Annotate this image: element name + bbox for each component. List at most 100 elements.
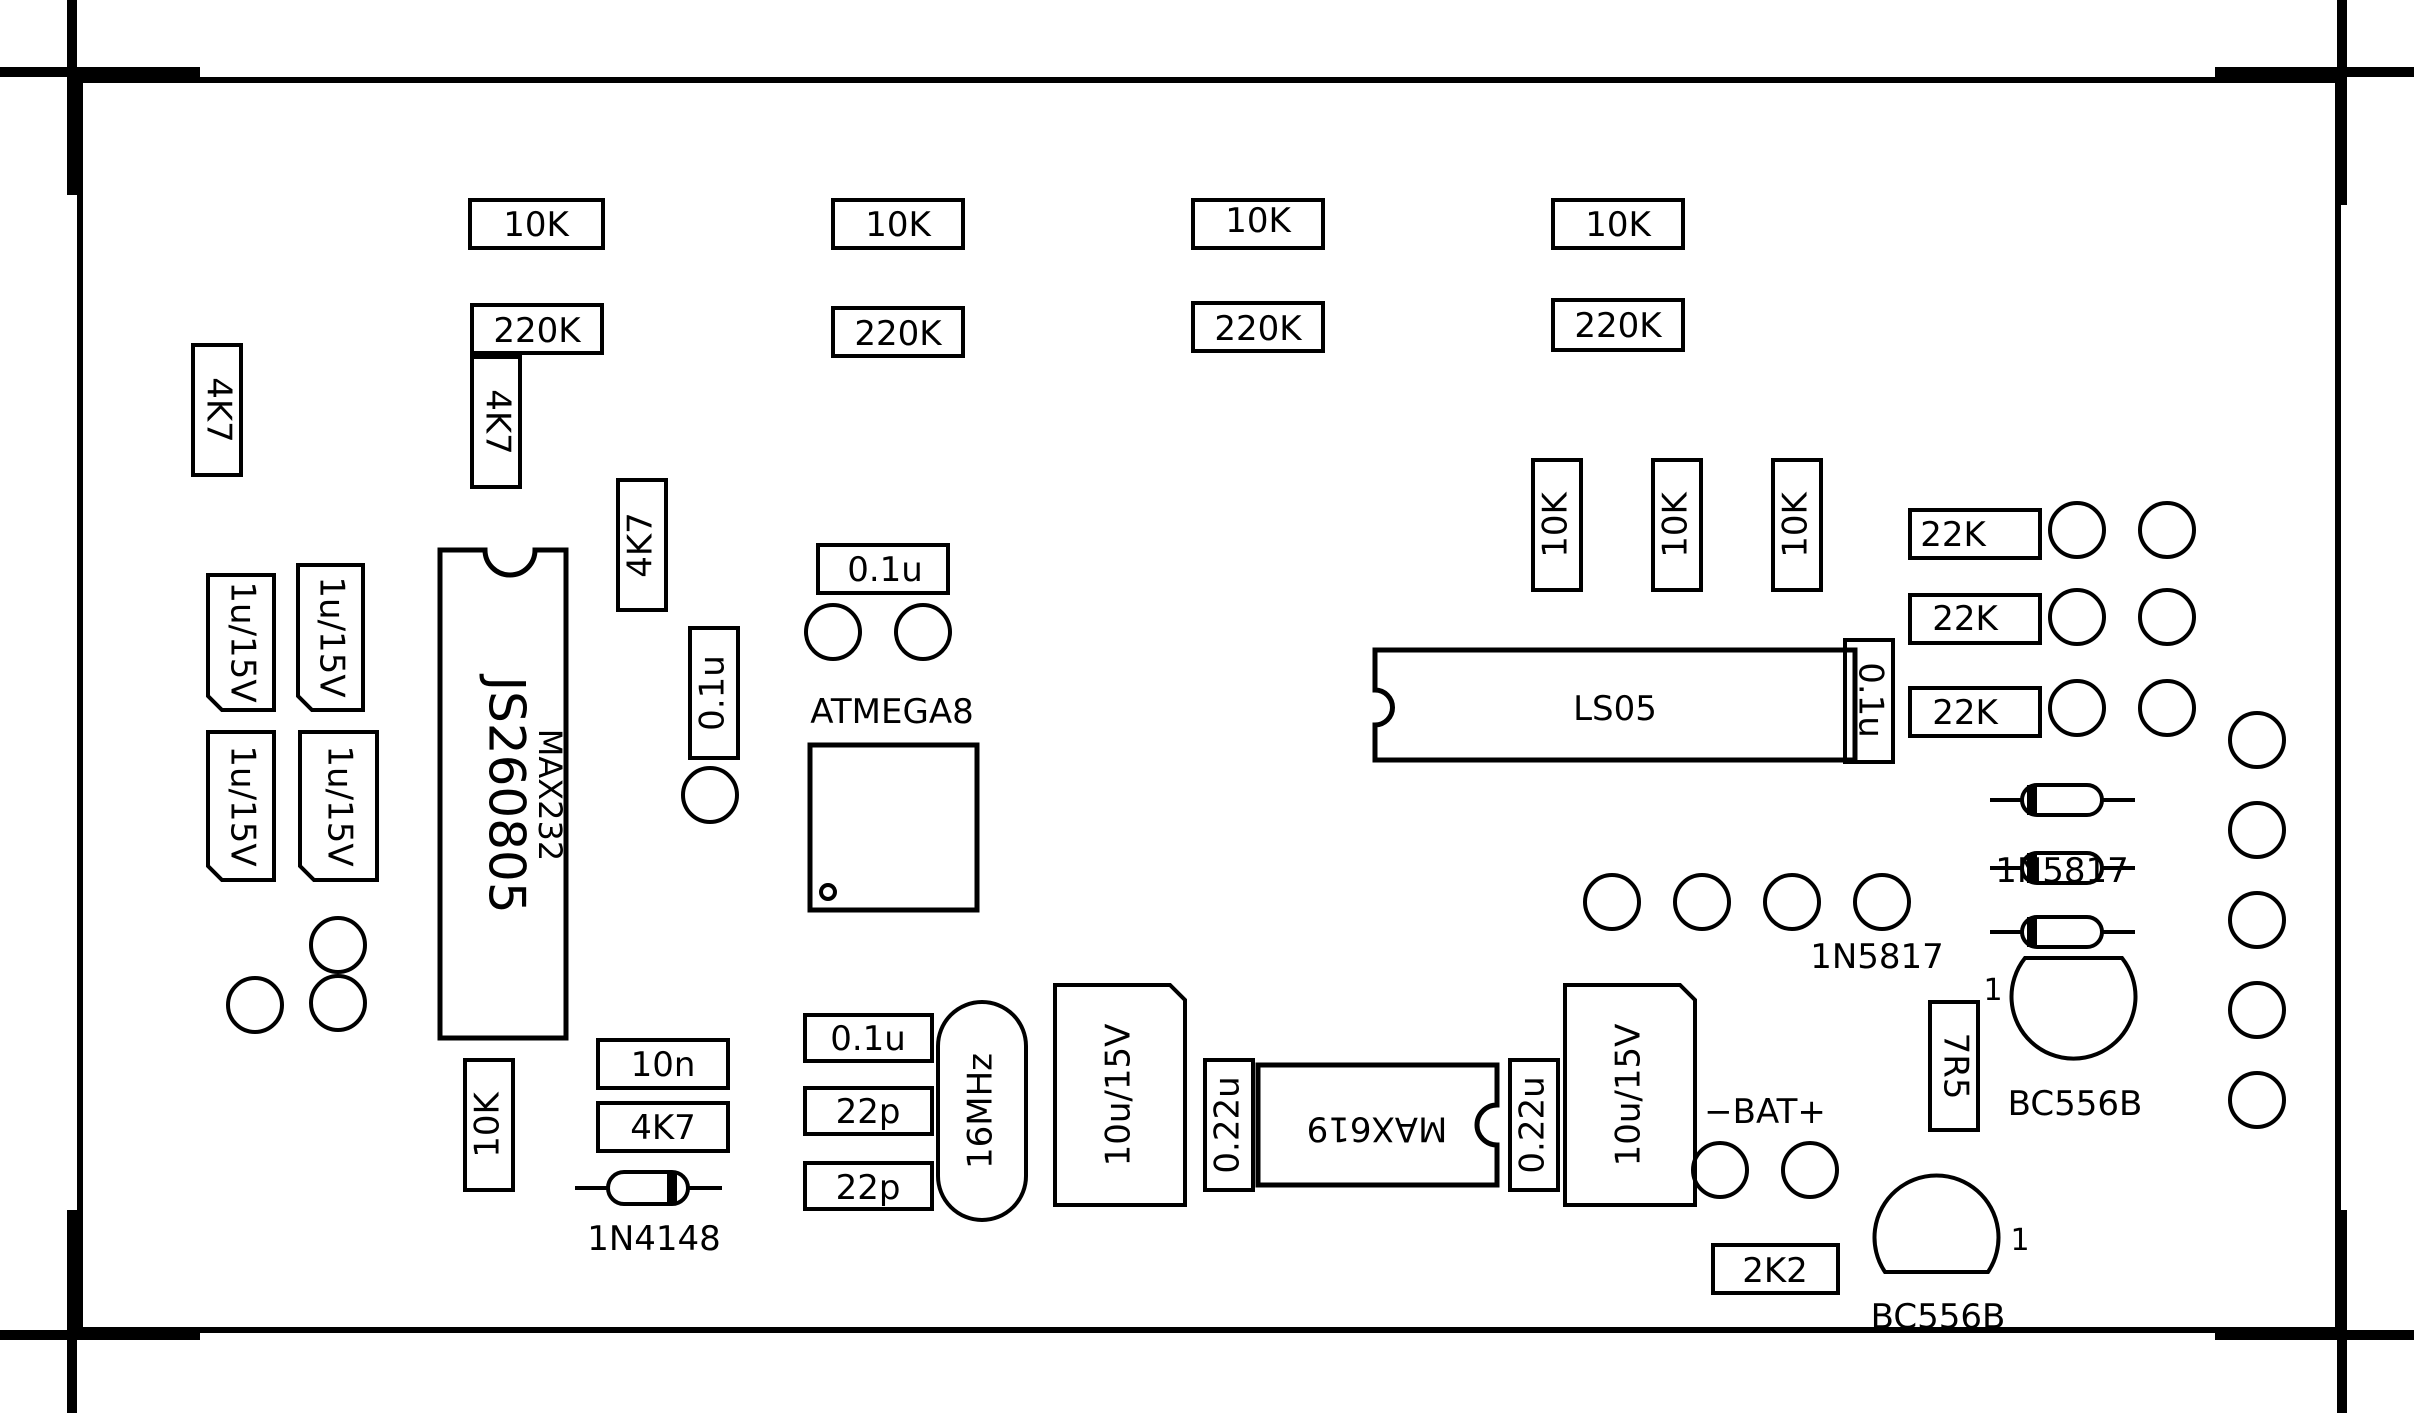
label-c022u-1: 0.22u <box>1208 1076 1248 1173</box>
label-c022u-2: 0.22u <box>1513 1076 1553 1173</box>
label-c01u-1: 0.1u <box>847 550 923 590</box>
capacitor-22p-1-outline <box>803 1086 934 1136</box>
label-max619: MAX619 <box>1307 1109 1448 1149</box>
label-r10k-2: 10K <box>865 205 932 245</box>
max232-package <box>437 547 569 1041</box>
label-r2k2: 2K2 <box>1742 1251 1808 1291</box>
label-r22k-1: 22K <box>1920 515 1987 555</box>
resistor-4k7-3-outline <box>616 478 668 612</box>
capacitor-10n-outline <box>596 1038 730 1090</box>
label-r220k-2: 220K <box>854 314 943 354</box>
label-c22p-2: 22p <box>836 1168 901 1208</box>
resistor-10k-1-outline <box>468 198 605 250</box>
cap-1u-4-outline <box>298 730 379 882</box>
label-c10u-1: 10u/15V <box>1099 1024 1139 1167</box>
resistor-2k2-outline <box>1711 1243 1840 1295</box>
label-r4k7-3: 4K7 <box>621 512 661 578</box>
label-c10n: 10n <box>631 1045 696 1085</box>
diode-1n4148-outline <box>575 1170 722 1206</box>
capacitor-022u-1-outline <box>1203 1058 1255 1192</box>
capacitor-01u-1-outline <box>816 543 950 595</box>
label-xtal: 16MHz <box>961 1053 1001 1169</box>
label-max232-chip: JS260805 <box>478 673 536 913</box>
label-r220k-4: 220K <box>1574 306 1663 346</box>
label-q-b: BC556B <box>1871 1297 2006 1337</box>
label-c1u-4: 1u/15V <box>320 745 360 866</box>
label-q-a: BC556B <box>2008 1084 2143 1124</box>
cap-10u-2-outline <box>1563 983 1697 1207</box>
atmega8-pin1-dot <box>819 883 837 901</box>
label-r22k-3: 22K <box>1932 693 1999 733</box>
capacitor-01u-4-outline <box>803 1013 934 1063</box>
resistor-4k7-2-outline <box>470 355 522 489</box>
label-r4k7-1: 4K7 <box>199 377 239 443</box>
label-r22k-2: 22K <box>1932 599 1999 639</box>
label-1n4148: 1N4148 <box>587 1219 721 1259</box>
cap-1u-2-outline <box>296 563 365 712</box>
label-r10k-v2: 10K <box>1656 491 1696 558</box>
cap-1u-3-outline <box>206 730 276 882</box>
resistor-220k-2-outline <box>831 306 965 358</box>
ls05-package <box>1372 647 1858 763</box>
label-r10k-v4: 10K <box>468 1091 508 1158</box>
label-r10k-3: 10K <box>1225 201 1292 241</box>
resistor-22k-2-outline <box>1908 593 2042 645</box>
capacitor-01u-2-outline <box>688 626 740 760</box>
label-r10k-v1: 10K <box>1536 491 1576 558</box>
label-r220k-3: 220K <box>1214 309 1303 349</box>
resistor-10k-v1-outline <box>1531 458 1583 592</box>
resistor-22k-1-outline <box>1908 508 2042 560</box>
atmega8-package <box>807 742 980 913</box>
resistor-10k-v3-outline <box>1771 458 1823 592</box>
diode-1n5817-3-outline <box>1990 915 2135 949</box>
capacitor-01u-3-outline <box>1843 638 1895 764</box>
label-ls05: LS05 <box>1573 689 1657 729</box>
label-pin1-b: 1 <box>2010 1223 2029 1258</box>
label-r7r5: 7R5 <box>1936 1033 1976 1100</box>
cap-10u-1-outline <box>1053 983 1187 1207</box>
resistor-220k-3-outline <box>1191 301 1325 353</box>
transistor-bc556b-2-outline <box>1872 1173 2001 1274</box>
label-c1u-3: 1u/15V <box>223 745 263 866</box>
transistor-bc556b-1-outline <box>2009 956 2138 1061</box>
label-1n5817-a: 1N5817 <box>1995 851 2129 891</box>
capacitor-022u-2-outline <box>1508 1058 1560 1192</box>
resistor-7r5-outline <box>1928 1000 1980 1132</box>
label-r4k7-4: 4K7 <box>630 1108 696 1148</box>
diode-1n5817-2-outline <box>1990 851 2135 885</box>
board-outline <box>77 77 2341 1333</box>
label-pin1-a: 1 <box>1983 973 2002 1008</box>
labels: 10K 10K 10K 10K 220K 220K 220K 220K 4K7 … <box>199 201 2143 1337</box>
resistor-220k-4-outline <box>1551 298 1685 352</box>
label-r220k-1: 220K <box>493 311 582 351</box>
label-r4k7-2: 4K7 <box>478 389 518 455</box>
label-c01u-4: 0.1u <box>830 1019 906 1059</box>
label-1n5817-b: 1N5817 <box>1810 937 1944 977</box>
label-c1u-2: 1u/15V <box>312 576 352 697</box>
diode-1n5817-1-outline <box>1990 783 2135 817</box>
label-r10k-4: 10K <box>1585 205 1652 245</box>
label-c01u-3: 0.1u <box>1851 662 1891 738</box>
cap-1u-1-outline <box>206 573 276 712</box>
label-battery: −BAT+ <box>1704 1092 1826 1132</box>
resistor-10k-2-outline <box>831 198 965 250</box>
resistor-22k-3-outline <box>1908 686 2042 738</box>
resistor-10k-v2-outline <box>1651 458 1703 592</box>
label-c10u-2: 10u/15V <box>1609 1024 1649 1167</box>
resistor-4k7-4-outline <box>596 1101 730 1153</box>
label-atmega8: ATMEGA8 <box>810 692 973 732</box>
label-max232: MAX232 <box>531 729 569 862</box>
resistor-4k7-1-outline <box>191 343 243 477</box>
label-r10k-1: 10K <box>503 205 570 245</box>
max619-package <box>1255 1062 1500 1188</box>
label-c22p-1: 22p <box>836 1092 901 1132</box>
capacitor-22p-2-outline <box>803 1161 934 1211</box>
label-c01u-2: 0.1u <box>693 655 733 731</box>
label-c1u-1: 1u/15V <box>223 581 263 702</box>
crystal-16mhz-outline <box>936 1000 1028 1222</box>
resistor-220k-1-outline <box>470 303 604 355</box>
resistor-10k-v4-outline <box>463 1058 515 1192</box>
label-r10k-v3: 10K <box>1776 491 1816 558</box>
